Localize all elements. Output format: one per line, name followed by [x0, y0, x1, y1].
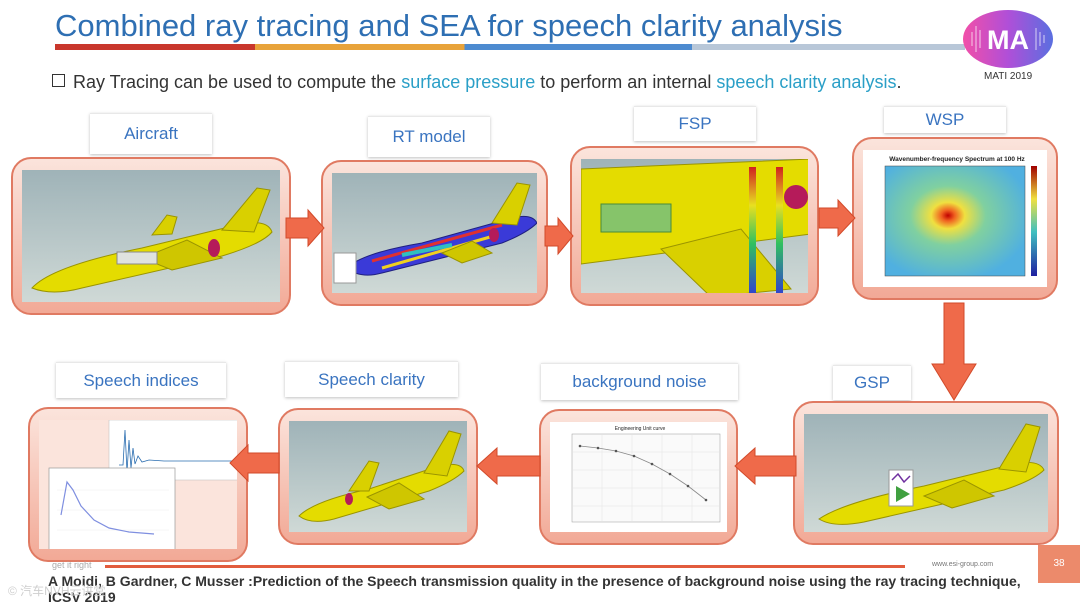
arrow-left-icon	[229, 443, 280, 483]
aircraft-image	[31, 187, 273, 293]
wsp-chart-title: Wavenumber-frequency Spectrum at 100 Hz	[889, 156, 1025, 163]
label-gsp: GSP	[833, 365, 911, 400]
arrow-down-icon	[931, 302, 977, 401]
reference-citation: A Moidi, B Gardner, C Musser :Prediction…	[48, 573, 1021, 605]
label-background-noise: background noise	[541, 363, 738, 400]
bullet-part-2: to perform an internal	[535, 72, 717, 92]
slide-title: Combined ray tracing and SEA for speech …	[55, 8, 843, 43]
arrow-right-icon	[544, 216, 574, 256]
bullet-highlight-speech-clarity: speech clarity analysis	[716, 72, 897, 92]
panel-wsp: Wavenumber-frequency Spectrum at 100 Hz	[852, 137, 1058, 300]
footer-rule	[105, 565, 905, 568]
label-fsp: FSP	[634, 106, 756, 141]
wsp-spectrum-image: Wavenumber-frequency Spectrum at 100 Hz	[884, 156, 1037, 277]
arrow-left-icon	[734, 446, 797, 486]
panel-fsp	[570, 146, 819, 306]
bullet-part-1: Ray Tracing can be used to compute the	[73, 72, 402, 92]
bullet-text: Ray Tracing can be used to compute the s…	[52, 72, 901, 93]
label-aircraft: Aircraft	[90, 113, 212, 154]
arrow-right-icon	[285, 208, 325, 248]
panel-speech-indices	[28, 407, 248, 562]
label-wsp: WSP	[884, 106, 1006, 133]
arrow-right-icon	[818, 198, 856, 238]
bullet-part-3: .	[896, 72, 902, 92]
panel-gsp	[793, 401, 1059, 545]
label-speech-indices: Speech indices	[56, 362, 226, 398]
page-number: 38	[1038, 545, 1080, 583]
label-speech-clarity: Speech clarity	[285, 361, 458, 397]
speech-clarity-image	[298, 430, 465, 522]
noise-chart-title: Engineering Unit curve	[615, 426, 666, 432]
noise-curve-chart: Engineering Unit curve	[571, 426, 721, 523]
label-rt-model: RT model	[368, 116, 490, 157]
panel-background-noise: Engineering Unit curve	[539, 409, 738, 545]
watermark: © 汽车NVH云讲堂	[8, 584, 106, 598]
title-underline	[55, 44, 965, 50]
panel-speech-clarity	[278, 408, 478, 545]
mati-logo: MA	[963, 10, 1053, 68]
panel-rt-model	[321, 160, 548, 306]
panel-aircraft	[11, 157, 291, 315]
rt-model-image	[333, 182, 537, 284]
gsp-image	[818, 423, 1045, 525]
footer-url: www.esi-group.com	[932, 561, 994, 568]
checkbox-bullet-icon	[52, 74, 65, 87]
footer-getit: get it right	[52, 560, 92, 570]
logo-text: MA	[987, 25, 1029, 55]
bullet-highlight-surface-pressure: surface pressure	[401, 72, 536, 92]
fsp-image	[581, 159, 808, 293]
logo-year: MATI 2019	[984, 71, 1033, 82]
speech-indices-charts	[48, 420, 237, 549]
arrow-left-icon	[476, 446, 541, 486]
